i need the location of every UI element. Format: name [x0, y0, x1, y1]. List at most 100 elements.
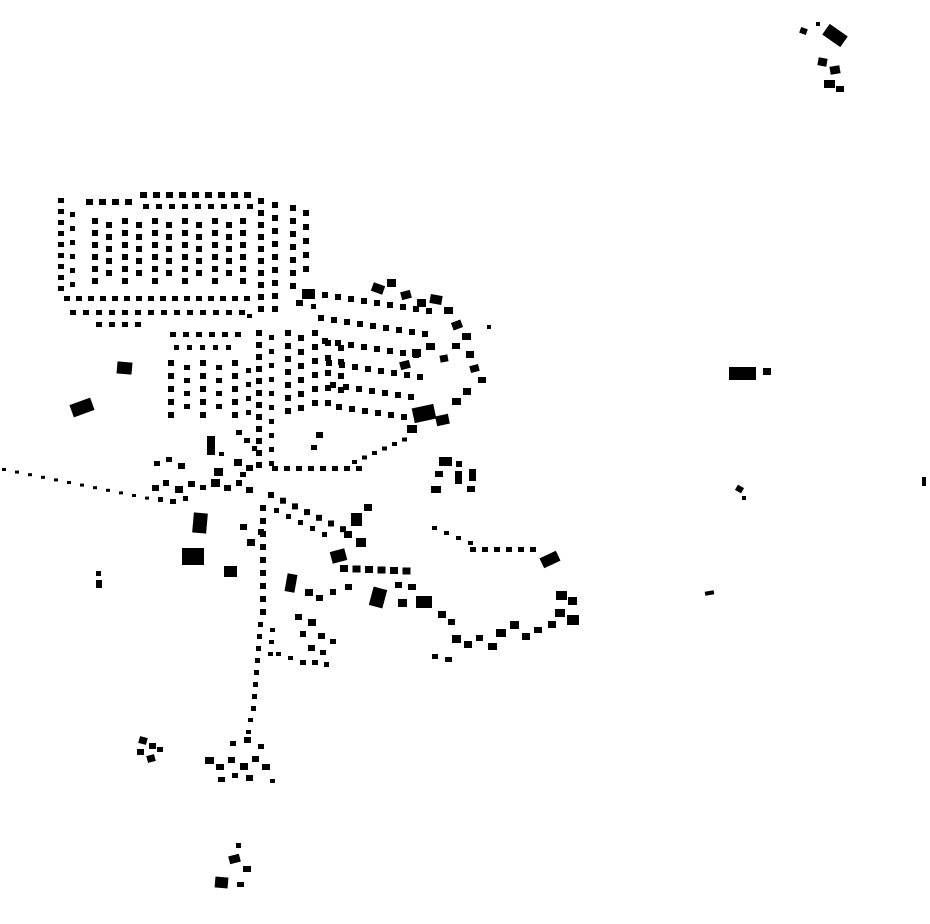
building-footprint: [432, 654, 438, 659]
building-footprint: [269, 447, 274, 452]
building-footprint: [256, 390, 262, 396]
building-footprint: [240, 266, 246, 272]
building-footprint: [269, 405, 274, 410]
building-footprint: [568, 597, 577, 605]
building-footprint: [335, 340, 341, 346]
building-footprint: [226, 246, 232, 252]
building-footprint: [218, 192, 225, 198]
building-footprint: [269, 461, 274, 466]
building-footprint: [256, 438, 262, 444]
building-footprint: [205, 192, 212, 198]
building-footprint: [64, 296, 70, 301]
building-footprint: [96, 310, 102, 315]
building-footprint: [351, 513, 362, 526]
building-footprint: [284, 573, 298, 593]
building-footprint: [240, 230, 246, 236]
building-footprint: [58, 209, 64, 214]
building-footprint: [322, 532, 327, 537]
building-footprint: [232, 412, 238, 418]
building-footprint: [361, 344, 367, 350]
building-footprint: [247, 204, 253, 209]
building-footprint: [286, 514, 291, 519]
building-footprint: [240, 218, 246, 224]
building-footprint: [402, 567, 411, 575]
building-footprint: [170, 499, 176, 504]
building-footprint: [339, 362, 345, 368]
building-footprint: [166, 192, 173, 198]
building-footprint: [445, 657, 452, 662]
building-footprint: [239, 310, 245, 315]
building-footprint: [214, 876, 229, 889]
building-footprint: [288, 656, 293, 660]
building-footprint: [285, 369, 291, 375]
building-footprint: [378, 368, 384, 374]
building-footprint: [184, 365, 190, 370]
building-footprint: [80, 483, 84, 487]
building-footprint: [168, 386, 174, 392]
building-footprint: [494, 547, 500, 552]
building-footprint: [456, 536, 461, 540]
building-footprint: [166, 270, 172, 276]
building-footprint: [387, 348, 393, 354]
building-footprint: [160, 296, 166, 301]
building-footprint: [470, 547, 476, 552]
building-footprint: [179, 192, 186, 198]
building-footprint: [122, 254, 128, 260]
building-footprint: [212, 278, 218, 284]
building-footprint: [166, 258, 172, 264]
building-footprint: [258, 234, 264, 240]
building-footprint: [200, 399, 206, 405]
building-footprint: [256, 414, 262, 420]
building-footprint: [226, 258, 232, 264]
building-footprint: [417, 299, 426, 307]
building-footprint: [372, 451, 377, 455]
building-footprint: [96, 580, 102, 588]
building-footprint: [70, 282, 75, 287]
building-footprint: [226, 222, 232, 228]
building-footprint: [408, 394, 414, 400]
building-footprint: [302, 289, 315, 299]
building-footprint: [269, 363, 274, 368]
building-footprint: [742, 496, 746, 500]
building-footprint: [311, 445, 317, 450]
building-footprint: [208, 204, 214, 209]
building-footprint: [122, 310, 128, 315]
building-footprint: [303, 252, 309, 258]
building-footprint: [260, 570, 266, 576]
building-footprint: [235, 332, 241, 337]
building-footprint: [377, 566, 386, 574]
building-footprint: [244, 737, 251, 743]
building-footprint: [166, 246, 172, 252]
building-footprint: [70, 254, 75, 259]
building-footprint: [41, 475, 45, 479]
building-footprint: [256, 402, 262, 408]
building-footprint: [58, 275, 64, 280]
building-footprint: [260, 518, 266, 524]
building-footprint: [312, 660, 318, 665]
building-footprint: [452, 635, 461, 643]
building-footprint: [338, 387, 344, 393]
building-footprint: [231, 192, 238, 198]
building-footprint: [106, 258, 112, 264]
building-footprint: [184, 378, 190, 383]
building-footprint: [218, 777, 225, 782]
building-footprint: [452, 398, 461, 405]
building-footprint: [269, 419, 274, 424]
building-footprint: [285, 382, 291, 388]
building-footprint: [182, 230, 188, 236]
building-footprint: [400, 304, 406, 310]
building-footprint: [368, 586, 388, 609]
building-footprint: [395, 582, 402, 588]
building-footprint: [122, 266, 128, 272]
building-footprint: [417, 374, 423, 380]
building-footprint: [182, 548, 204, 565]
building-footprint: [298, 363, 304, 369]
building-footprint: [244, 296, 250, 301]
building-footprint: [216, 764, 224, 770]
building-footprint: [258, 246, 264, 252]
building-footprint: [356, 466, 362, 471]
building-footprint: [212, 218, 218, 224]
building-footprint: [304, 509, 310, 516]
building-footprint: [352, 364, 358, 370]
building-footprint: [396, 327, 402, 333]
